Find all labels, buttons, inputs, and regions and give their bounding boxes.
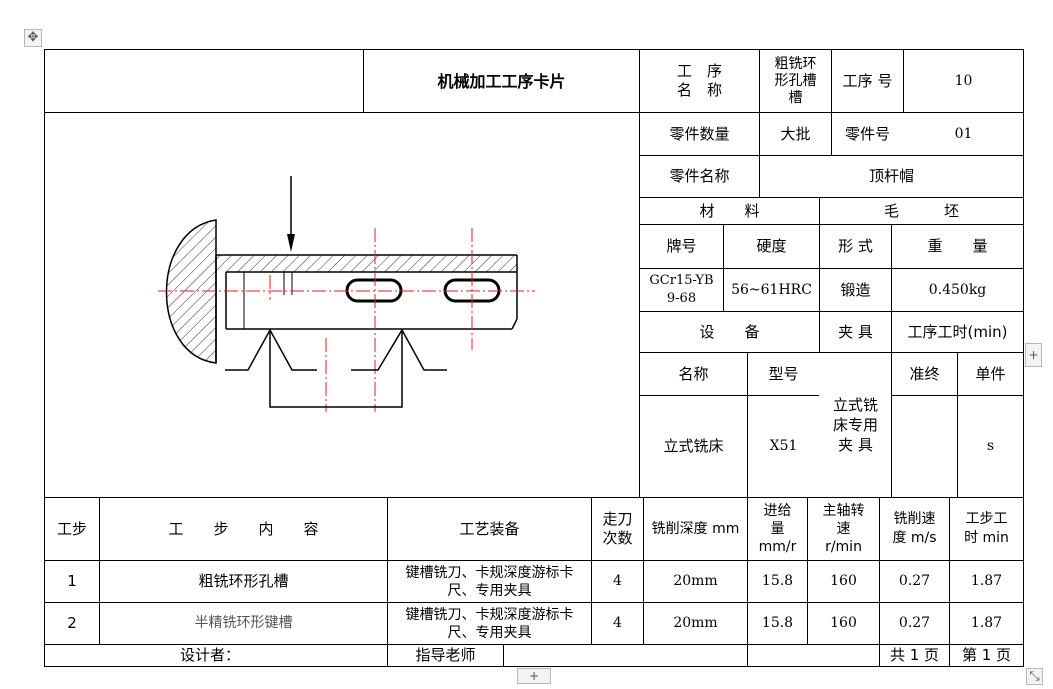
equipment-model-label: 型号 [768, 364, 799, 383]
weight-label: 重 量 [927, 237, 988, 255]
step-2-feed: 15.8 [761, 615, 794, 631]
unit-time-label: 单件 [975, 364, 1006, 383]
step-2-depth: 20mm [673, 615, 718, 631]
designer-label: 设计者： [179, 646, 240, 664]
grade-value: GCr15-YB 9-68 [649, 273, 714, 306]
equipment-label: 设 备 [699, 322, 760, 341]
shaft-section [216, 255, 517, 272]
col-header-content: 工 步 内 容 [168, 519, 319, 538]
page-number: 第 1 页 [961, 646, 1012, 664]
prep-time-label: 准终 [909, 364, 940, 383]
part-name-value: 顶杆帽 [868, 167, 914, 185]
grade-label: 牌号 [666, 237, 697, 255]
material-label: 材 料 [699, 201, 760, 220]
fixture-label: 夹 具 [838, 322, 873, 341]
col-header-equipment: 工艺装备 [459, 519, 520, 538]
equipment-name-value: 立式铣床 [663, 437, 724, 455]
step-2-equipment: 键槽铣刀、卡规深度游标卡 尺、专用夹具 [405, 606, 574, 641]
table-move-handle[interactable]: ✥ [24, 29, 42, 47]
hardness-label: 硬度 [756, 237, 787, 255]
col-header-step: 工步 [56, 519, 87, 538]
fixture-value: 立式铣 床专用 夹 具 [832, 396, 878, 454]
process-time-label: 工序工时(min) [907, 322, 1008, 341]
equipment-name-label: 名称 [678, 364, 709, 383]
center-lines [158, 228, 535, 412]
blank-label: 毛 坯 [883, 201, 959, 220]
form-value: 锻造 [840, 280, 871, 299]
col-header-depth: 铣削深度 mm [651, 520, 740, 537]
step-2-cutting-speed: 0.27 [898, 615, 931, 631]
add-row-button[interactable]: + [517, 668, 551, 684]
col-header-feed: 进给 量 mm/r [758, 503, 797, 555]
step-1-depth: 20mm [673, 573, 718, 589]
hardness-value: 56~61HRC [731, 281, 812, 298]
step-1-equipment: 键槽铣刀、卡规深度游标卡 尺、专用夹具 [405, 564, 574, 599]
unit-time-value: s [986, 438, 995, 454]
col-header-step-time: 工步工 时 min [964, 511, 1009, 546]
part-name-label: 零件名称 [669, 167, 730, 185]
weight-value: 0.450kg [928, 281, 987, 298]
add-column-button[interactable]: + [1025, 343, 1042, 367]
form-label: 形 式 [838, 237, 873, 255]
process-number-value: 10 [954, 72, 973, 89]
step-1-time: 1.87 [970, 573, 1003, 589]
clamp-arrow [287, 176, 295, 252]
quantity-value: 大批 [780, 124, 811, 143]
col-header-speed: 主轴转 速 r/min [822, 503, 865, 555]
step-1-content: 粗铣环形孔槽 [198, 572, 289, 590]
advisor-label: 指导老师 [415, 646, 476, 664]
process-name-value: 粗铣环 形孔槽 槽 [774, 55, 817, 106]
col-header-passes: 走刀 次数 [602, 510, 633, 547]
step-1-cutting-speed: 0.27 [898, 573, 931, 589]
step-2-time: 1.87 [970, 615, 1003, 631]
equipment-model-value: X51 [769, 438, 798, 454]
table-resize-handle[interactable]: ⤡ [1026, 668, 1043, 685]
shaft-outline [215, 254, 518, 363]
step-2-content: 半精铣环形键槽 [194, 615, 293, 631]
step-1-passes: 4 [613, 573, 622, 589]
part-number-value: 01 [954, 125, 973, 142]
card-title: 机械加工工序卡片 [437, 71, 566, 91]
locating-symbols [225, 328, 447, 408]
step-1-feed: 15.8 [761, 573, 794, 589]
total-pages: 共 1 页 [889, 646, 940, 664]
step-1-number: 1 [67, 572, 77, 590]
step-1-speed: 160 [830, 573, 857, 589]
step-2-number: 2 [67, 614, 77, 632]
col-header-cutting-speed: 铣削速 度 m/s [892, 511, 937, 546]
step-2-passes: 4 [613, 615, 622, 631]
process-name-label: 工 序 名 称 [676, 62, 722, 99]
part-number-label: 零件号 [844, 124, 890, 143]
step-2-speed: 160 [830, 615, 857, 631]
quantity-label: 零件数量 [669, 124, 730, 143]
process-number-label: 工序 号 [842, 71, 893, 90]
